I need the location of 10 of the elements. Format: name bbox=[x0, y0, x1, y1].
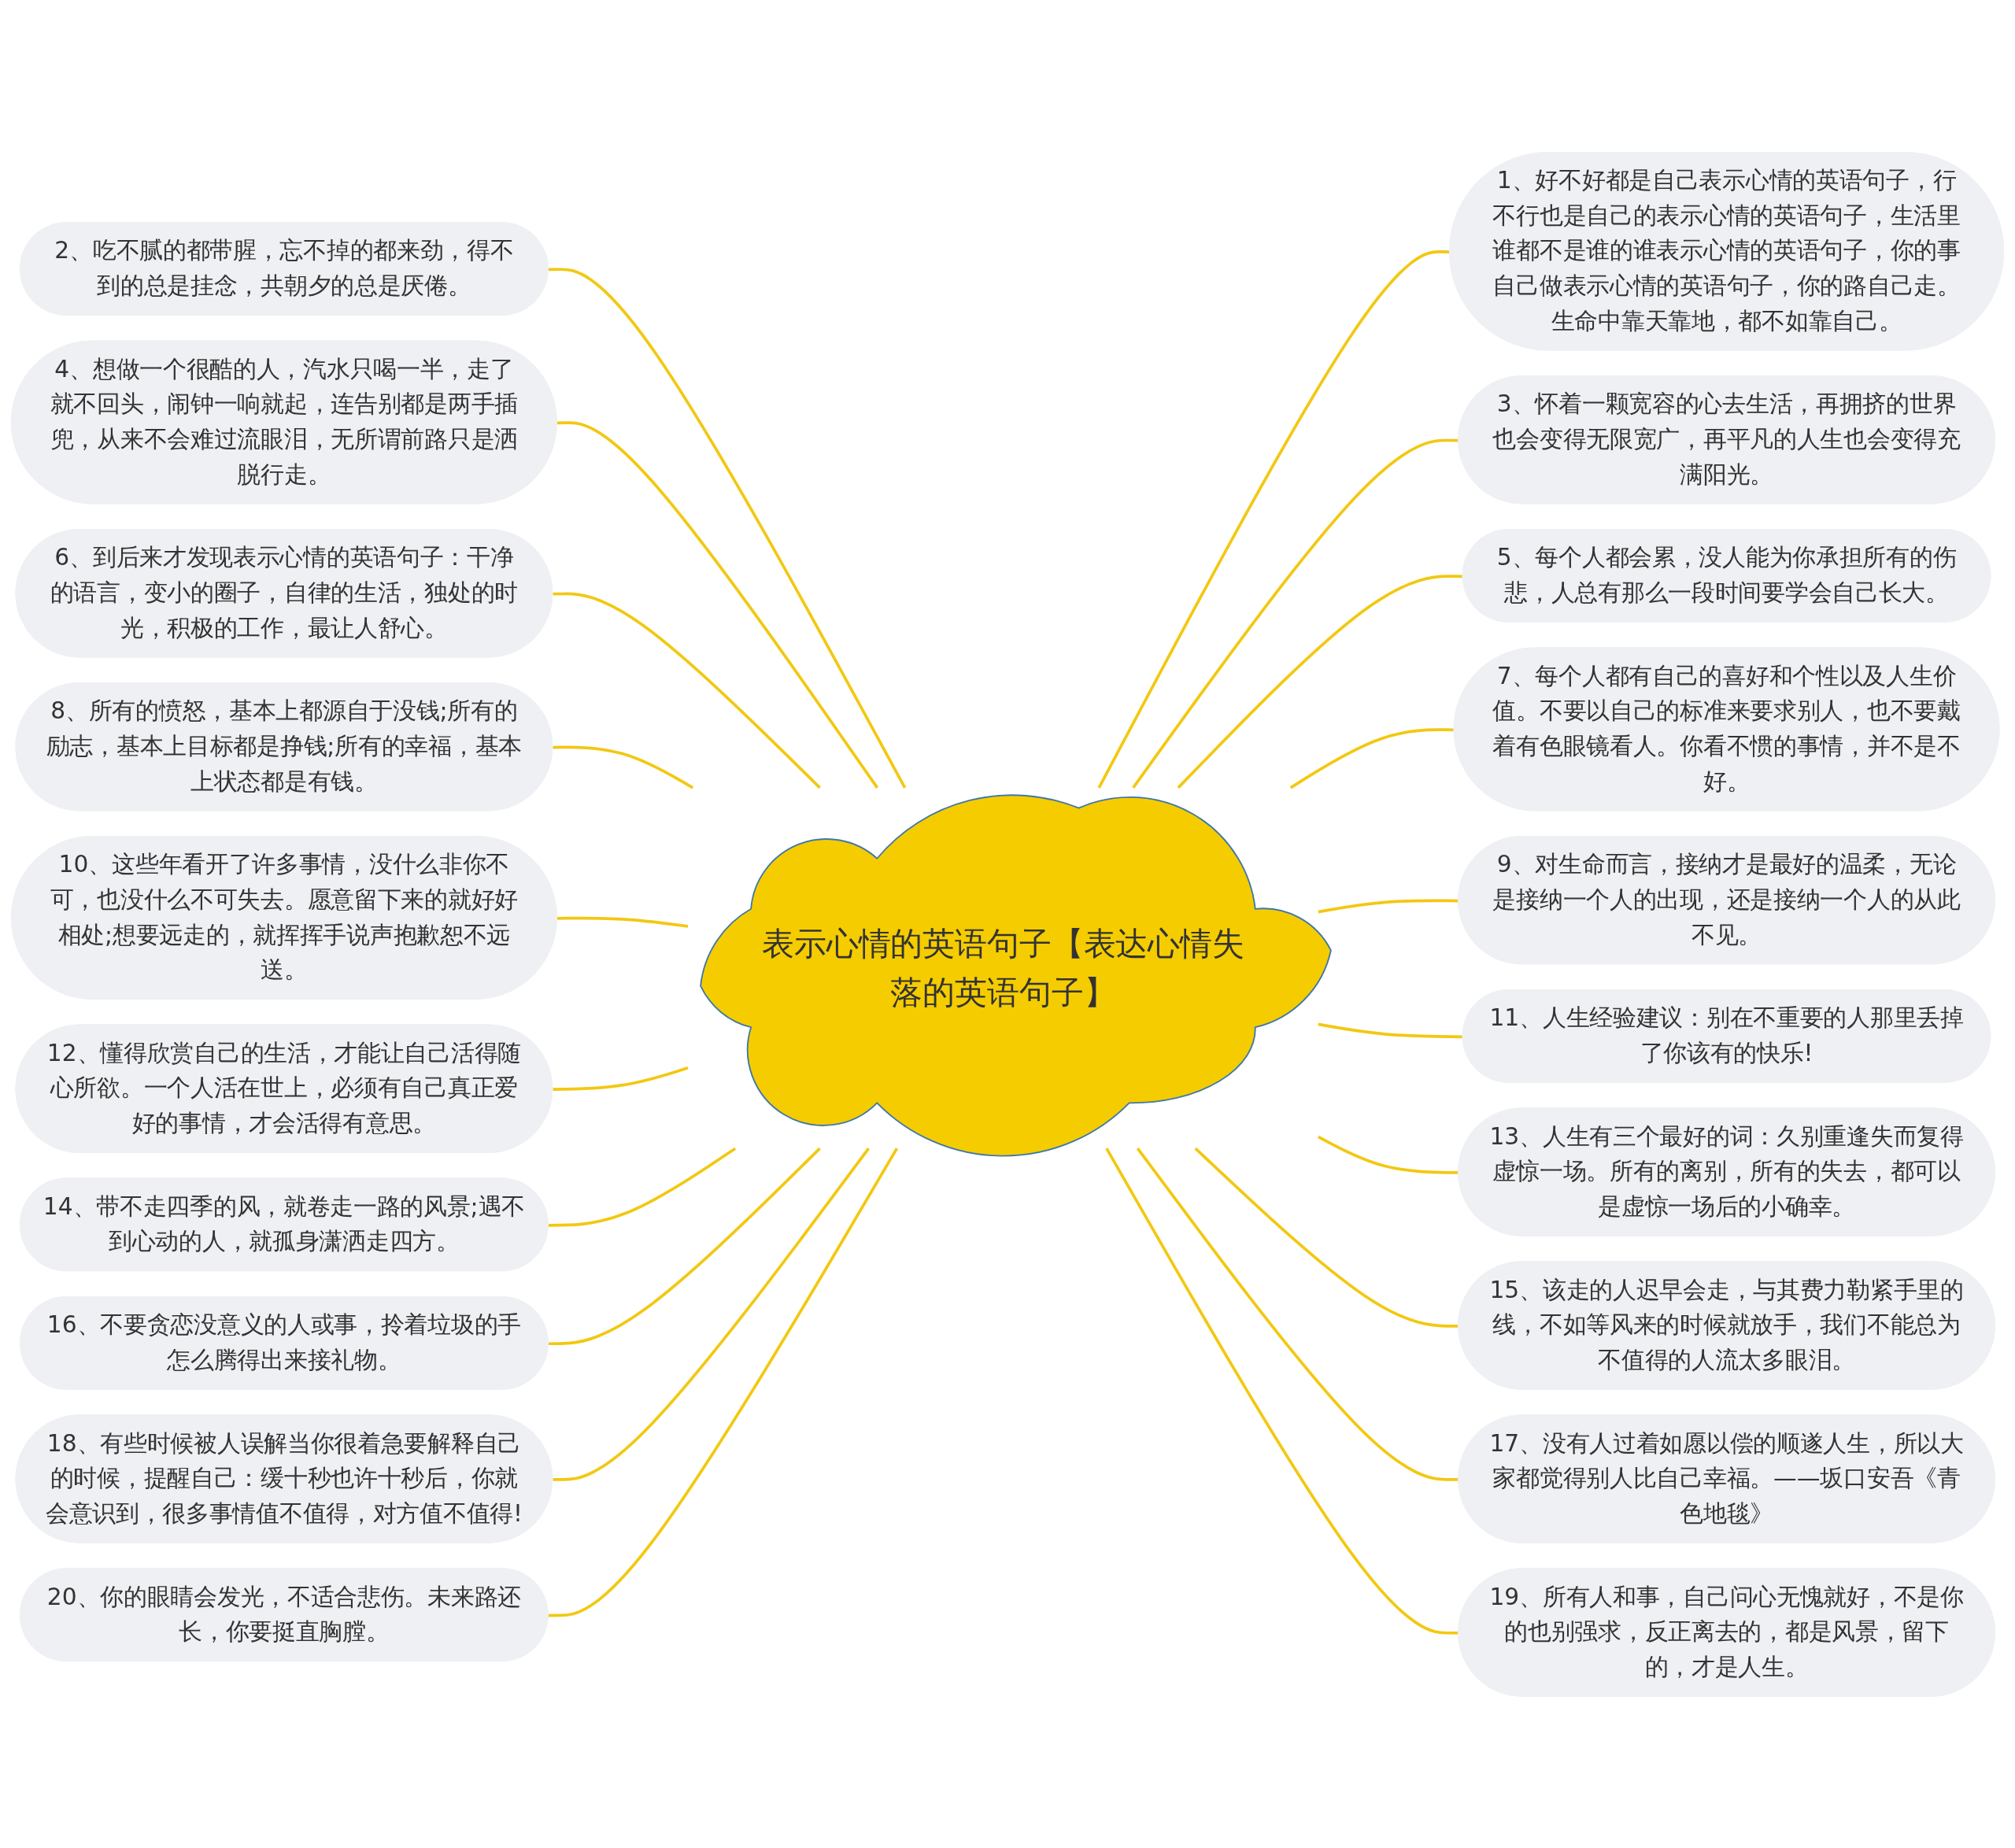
connector bbox=[556, 916, 689, 928]
connector bbox=[548, 1147, 899, 1617]
connector bbox=[556, 421, 879, 789]
connector bbox=[553, 1066, 689, 1091]
connector bbox=[553, 1147, 871, 1481]
connector bbox=[553, 745, 694, 789]
connector bbox=[548, 268, 907, 789]
connector bbox=[548, 1147, 737, 1227]
connector bbox=[553, 592, 821, 789]
connector bbox=[548, 1147, 821, 1345]
